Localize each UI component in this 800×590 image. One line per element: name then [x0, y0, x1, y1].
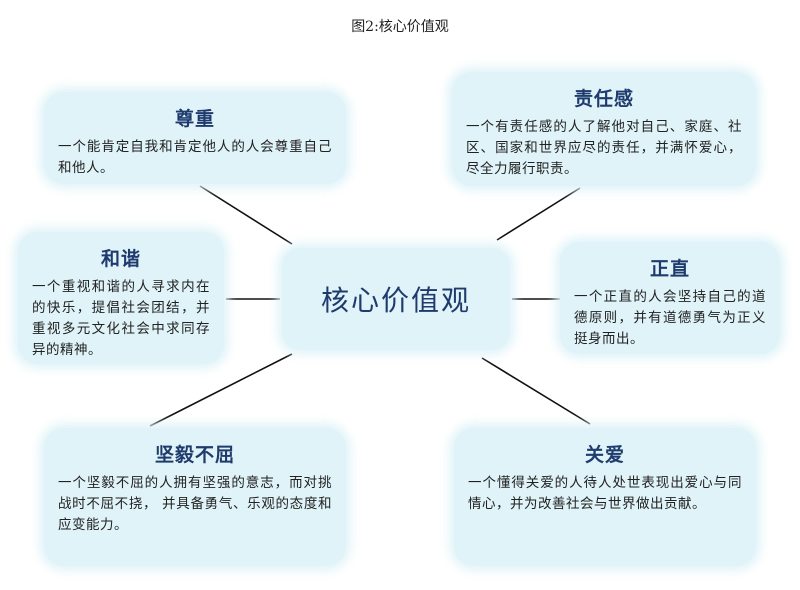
- value-title: 关爱: [584, 444, 625, 466]
- value-description: 一个正直的人会坚持自己的道德原则，并有道德勇气为正义挺身而出。: [574, 289, 766, 347]
- value-box-respect: 尊重 一个能肯定自我和肯定他人的人会尊重自己和他人。: [44, 92, 346, 184]
- connector-resilience: [149, 353, 293, 427]
- value-title: 和谐: [100, 248, 141, 270]
- value-title: 坚毅不屈: [154, 444, 235, 466]
- value-box-care: 关爱 一个懂得关爱的人待人处世表现出爱心与同情心，并为改善社会与世界做出贡献。: [454, 428, 756, 566]
- value-box-resilience: 坚毅不屈 一个坚毅不屈的人拥有坚强的意志，而对挑战时不屈不挠， 并具备勇气、乐观…: [44, 428, 346, 566]
- value-title: 责任感: [573, 88, 634, 110]
- value-box-harmony: 和谐 一个重视和谐的人寻求内在的快乐，提倡社会团结，并重视多元文化社会中求同存异…: [18, 232, 224, 364]
- value-title: 正直: [649, 258, 690, 280]
- value-title: 尊重: [174, 108, 215, 130]
- value-description: 一个能肯定自我和肯定他人的人会尊重自己和他人。: [58, 139, 332, 176]
- value-description: 一个坚毅不屈的人拥有坚强的意志，而对挑战时不屈不挠， 并具备勇气、乐观的态度和应…: [58, 475, 332, 533]
- value-description: 一个懂得关爱的人待人处世表现出爱心与同情心，并为改善社会与世界做出贡献。: [468, 475, 742, 512]
- value-description: 一个有责任感的人了解他对自己、家庭、社区、国家和世界应尽的责任，并满怀爱心，尽全…: [466, 119, 742, 177]
- connector-care: [481, 357, 591, 425]
- figure-caption: 图2:核心价值观: [351, 19, 449, 35]
- connector-responsibility: [496, 187, 581, 241]
- value-box-responsibility: 责任感 一个有责任感的人了解他对自己、家庭、社区、国家和世界应尽的责任，并满怀爱…: [452, 72, 756, 186]
- core-values-center: 核心价值观: [282, 248, 510, 350]
- connector-respect: [199, 185, 293, 245]
- value-description: 一个重视和谐的人寻求内在的快乐，提倡社会团结，并重视多元文化社会中求同存异的精神…: [32, 279, 210, 358]
- value-box-integrity: 正直 一个正直的人会坚持自己的道德原则，并有道德勇气为正义挺身而出。: [560, 242, 780, 354]
- core-values-label: 核心价值观: [320, 284, 471, 317]
